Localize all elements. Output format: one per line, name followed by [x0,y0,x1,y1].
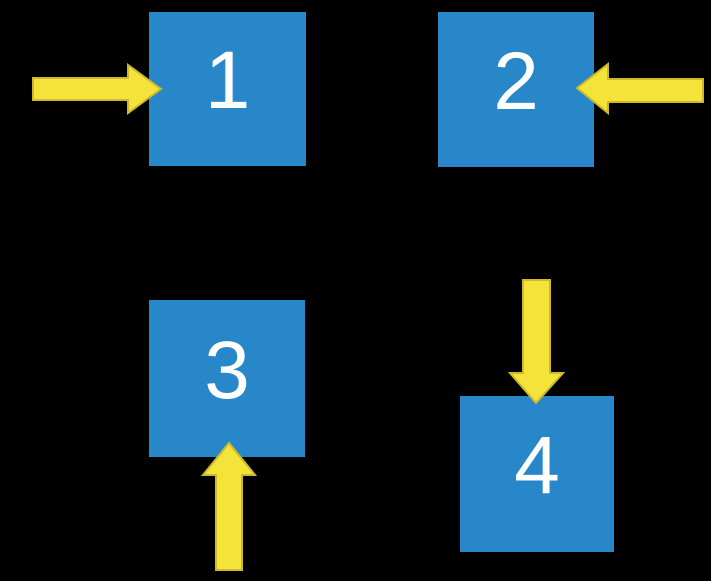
numbered-box-2[interactable]: 2 [438,12,594,167]
arrow-down-icon[interactable] [507,279,566,405]
box-3-label: 3 [204,324,250,416]
box-4-label: 4 [514,420,560,511]
arrow-up-icon[interactable] [200,441,258,571]
numbered-box-4[interactable]: 4 [460,396,614,552]
arrow-right-icon[interactable] [32,63,163,115]
box-1-label: 1 [204,35,251,126]
numbered-box-1[interactable]: 1 [149,12,306,166]
arrow-left-icon[interactable] [575,61,704,116]
numbered-box-3[interactable]: 3 [149,300,305,457]
box-2-label: 2 [493,35,539,127]
